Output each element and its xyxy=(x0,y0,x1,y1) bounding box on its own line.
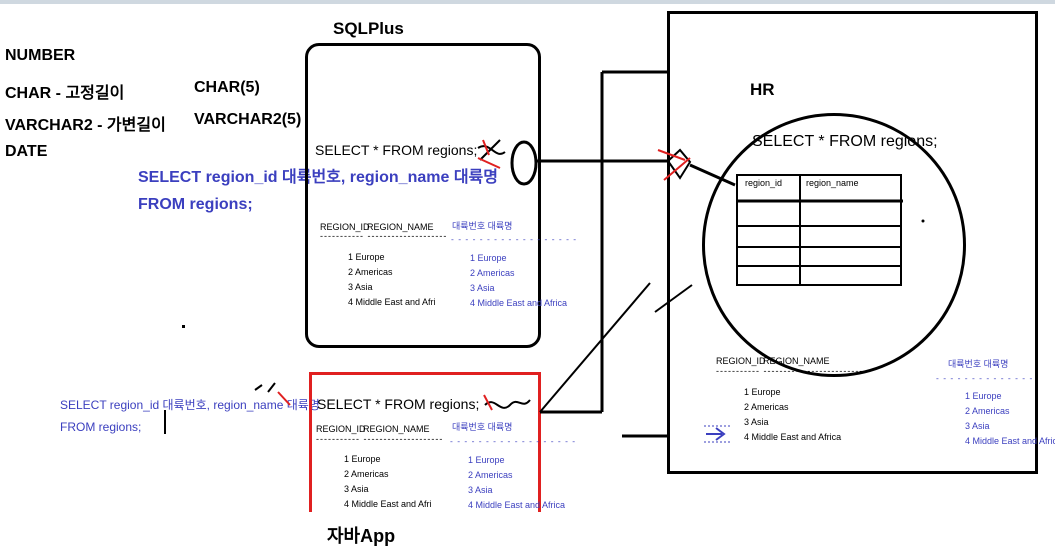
java-alias-row-3: 3 Asia xyxy=(468,485,493,495)
text-cursor xyxy=(164,410,166,434)
type-char-example: CHAR(5) xyxy=(194,79,260,96)
sqlplus-window xyxy=(305,43,541,348)
hr-row-1: 1 Europe xyxy=(744,387,781,397)
java-row-3: 3 Asia xyxy=(344,484,369,494)
hr-row-2: 2 Americas xyxy=(744,402,789,412)
type-varchar2-example: VARCHAR2(5) xyxy=(194,111,302,128)
sqlplus-label: SQLPlus xyxy=(333,19,404,38)
alias-query-small-line1: SELECT region_id 대륙번호, region_name 대륙명 xyxy=(60,398,320,412)
type-date: DATE xyxy=(5,143,48,160)
dot-mark xyxy=(182,325,185,328)
arrow-icon xyxy=(704,425,730,443)
dot-in-circle xyxy=(921,219,925,223)
sqlplus-alias-row-3: 3 Asia xyxy=(470,283,495,293)
hr-header-region-id: REGION_ID xyxy=(716,356,766,366)
sqlplus-row-2: 2 Americas xyxy=(348,267,393,277)
java-alias-row-2: 2 Americas xyxy=(468,470,513,480)
hr-alias-row-2: 2 Americas xyxy=(965,406,1010,416)
java-alias-headers: 대륙번호 대륙명 xyxy=(452,422,513,432)
hr-database-circle xyxy=(702,113,966,377)
alias-query-line1: SELECT region_id 대륙번호, region_name 대륙명 xyxy=(138,169,498,186)
type-number: NUMBER xyxy=(5,47,76,64)
hr-server-box xyxy=(667,11,1038,474)
hr-alias-row-3: 3 Asia xyxy=(965,421,990,431)
java-row-1: 1 Europe xyxy=(344,454,381,464)
java-header-region-name: REGION_NAME xyxy=(363,424,430,434)
java-alias-row-4: 4 Middle East and Africa xyxy=(468,500,566,510)
sqlplus-query: SELECT * FROM regions; xyxy=(315,142,478,158)
java-header-rule: ----------- -------------------- xyxy=(316,434,444,444)
hr-query: SELECT * FROM regions; xyxy=(752,133,938,150)
connector-lines xyxy=(510,70,736,438)
type-char: CHAR - 고정길이 xyxy=(5,85,125,102)
hr-header-rule: ----------- -------------------------- xyxy=(716,366,868,376)
java-row-4: 4 Middle East and Afri xyxy=(344,499,432,509)
sqlplus-alias-headers: 대륙번호 대륙명 xyxy=(452,221,513,231)
sqlplus-alias-rule: - - - - - - - - - - - - - - - - - - xyxy=(451,234,578,244)
squiggle-marks xyxy=(254,139,531,409)
red-marks xyxy=(277,139,691,411)
alias-query-small-line2: FROM regions; xyxy=(60,420,142,434)
table-col-region-name: region_name xyxy=(806,178,859,188)
hr-alias-row-1: 1 Europe xyxy=(965,391,1002,401)
hr-label: HR xyxy=(750,80,775,99)
alias-query-line2: FROM regions; xyxy=(138,196,253,213)
hr-alias-rule: - - - - - - - - - - - - - - xyxy=(936,373,1034,383)
sqlplus-header-rule: ----------- -------------------- xyxy=(320,231,448,241)
hr-row-3: 3 Asia xyxy=(744,417,769,427)
regions-table-grid xyxy=(736,174,903,286)
sqlplus-row-4: 4 Middle East and Afri xyxy=(348,297,436,307)
sqlplus-row-1: 1 Europe xyxy=(348,252,385,262)
sqlplus-row-3: 3 Asia xyxy=(348,282,373,292)
type-varchar2: VARCHAR2 - 가변길이 xyxy=(5,117,166,134)
hr-row-4: 4 Middle East and Africa xyxy=(744,432,842,442)
java-row-2: 2 Americas xyxy=(344,469,389,479)
sqlplus-alias-row-4: 4 Middle East and Africa xyxy=(470,298,568,308)
top-bar xyxy=(0,0,1055,4)
java-header-region-id: REGION_ID xyxy=(316,424,366,434)
java-app-query: SELECT * FROM regions; xyxy=(317,396,480,412)
hr-header-region-name: REGION_NAME xyxy=(763,356,830,366)
hr-alias-row-4: 4 Middle East and Africa xyxy=(965,436,1055,446)
java-alias-rule: - - - - - - - - - - - - - - - - - - xyxy=(450,436,577,446)
hr-alias-headers: 대륙번호 대륙명 xyxy=(948,359,1009,369)
sqlplus-header-region-id: REGION_ID xyxy=(320,222,370,232)
sqlplus-alias-row-1: 1 Europe xyxy=(470,253,507,263)
java-app-label: 자바App xyxy=(327,526,396,546)
sqlplus-header-region-name: REGION_NAME xyxy=(367,222,434,232)
table-col-region-id: region_id xyxy=(745,178,783,188)
java-app-window xyxy=(309,372,541,512)
sqlplus-alias-row-2: 2 Americas xyxy=(470,268,515,278)
java-alias-row-1: 1 Europe xyxy=(468,455,505,465)
